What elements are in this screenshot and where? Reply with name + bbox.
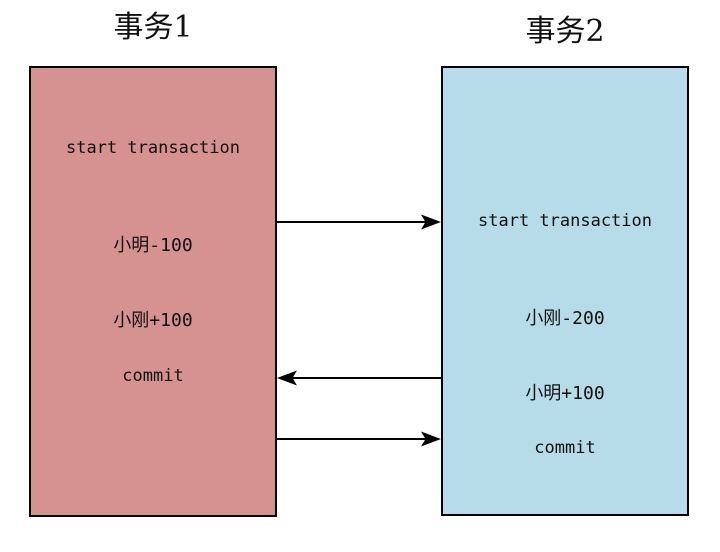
transaction2-box: start transaction 小刚-200 小明+100 commit <box>441 66 689 516</box>
transaction2-title: 事务2 <box>525 14 605 49</box>
transaction2-operations: 小刚-200 小明+100 <box>443 256 687 456</box>
transaction2-op1: 小刚-200 <box>525 308 605 329</box>
arrow-left-commit-icon <box>277 370 441 386</box>
arrow-right-commit-icon <box>277 431 441 447</box>
transaction2-commit-label: commit <box>534 438 596 458</box>
transaction2-start-label: start transaction <box>478 211 652 231</box>
transaction1-op1: 小明-100 <box>113 235 193 256</box>
transaction2-op2: 小明+100 <box>525 383 605 404</box>
transaction1-box: start transaction 小明-100 小刚+100 commit <box>29 66 277 517</box>
transaction1-start-label: start transaction <box>66 138 240 158</box>
arrow-right-start-icon <box>277 214 441 230</box>
transaction1-commit-label: commit <box>122 366 184 386</box>
transaction1-title: 事务1 <box>113 10 193 45</box>
transaction1-op2: 小刚+100 <box>113 310 193 331</box>
transaction1-operations: 小明-100 小刚+100 <box>31 183 275 383</box>
